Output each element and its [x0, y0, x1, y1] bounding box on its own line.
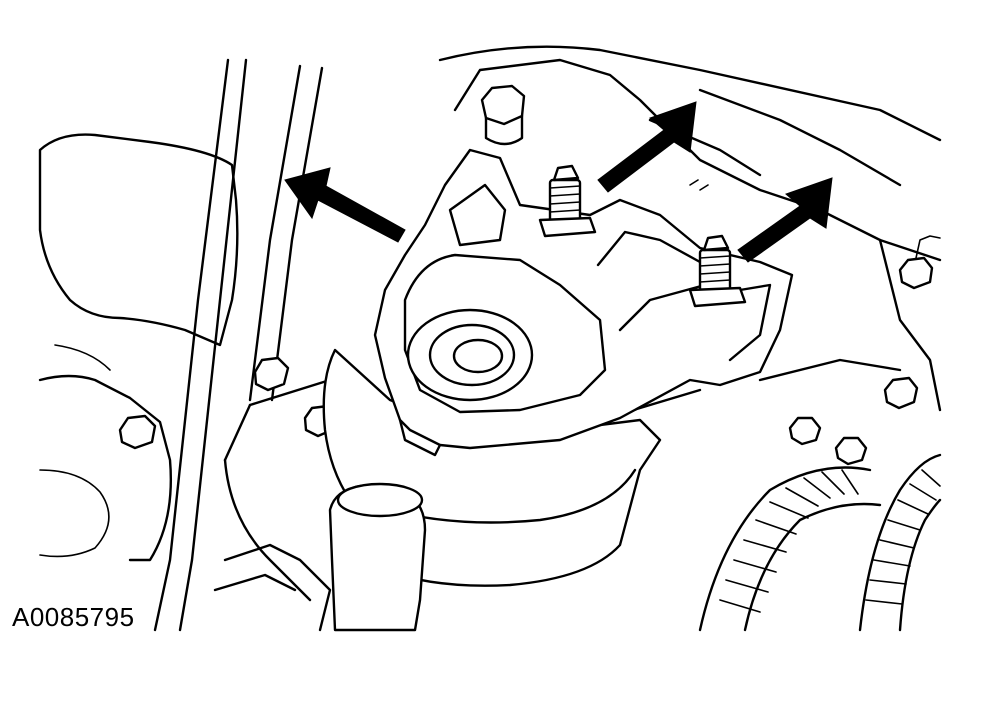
callout-arrow-right-stud — [737, 177, 833, 263]
bolt-right-b — [883, 376, 919, 410]
stud-right — [688, 234, 747, 308]
figure-reference-code: A0085795 — [12, 602, 135, 632]
mount-bushing — [406, 308, 534, 402]
bolt-left-a — [253, 356, 290, 392]
wiring-harness — [698, 453, 942, 632]
callout-arrow-bracket — [284, 167, 406, 243]
bolt-top — [480, 84, 526, 146]
coolant-pipe — [213, 482, 427, 632]
left-panel — [38, 133, 239, 562]
stud-left — [538, 164, 597, 238]
bolts — [118, 84, 941, 466]
bolt-lower-right-b — [834, 436, 868, 466]
callout-arrow-left-stud — [597, 101, 697, 193]
bolt-right-a — [898, 235, 941, 290]
bolt-lower-right-a — [788, 416, 822, 446]
bolt-left-b — [118, 414, 157, 450]
frame-rails — [153, 58, 324, 632]
